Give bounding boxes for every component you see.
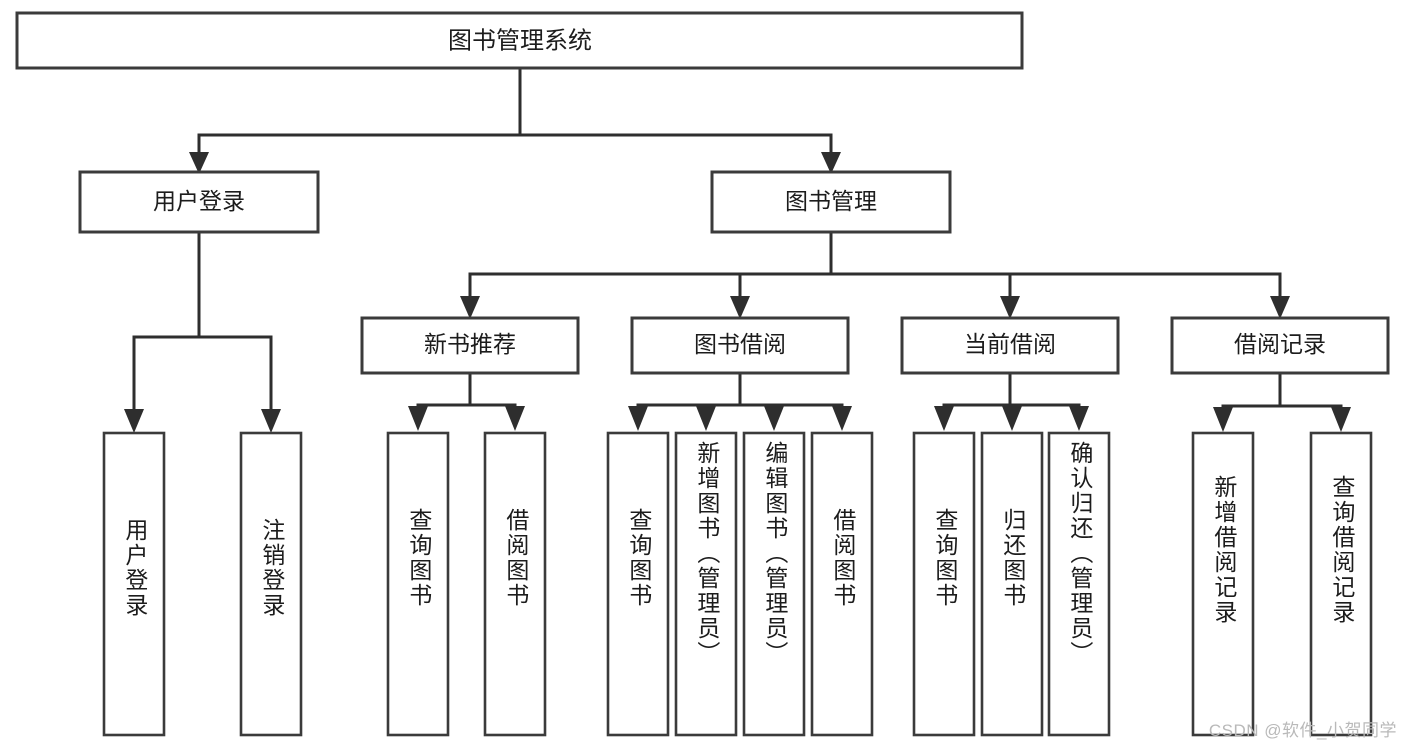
edge-borrowrecord-to-leaves (1213, 371, 1351, 432)
leaf-box-borrow-book-2[interactable] (810, 431, 874, 737)
leaf-box-query-book-3[interactable] (912, 431, 976, 737)
leaf-box-edit-book[interactable] (742, 431, 806, 737)
leaf-box-user-login[interactable] (102, 431, 166, 737)
edge-userlogin-to-leaves (124, 230, 281, 433)
node-new-book-recommend[interactable]: 新书推荐 (360, 316, 580, 375)
leaf-box-user-logout[interactable] (239, 431, 303, 737)
node-book-management[interactable]: 图书管理 (710, 170, 952, 234)
leaf-box-query-book-2[interactable] (606, 431, 670, 737)
leaf-box-query-record[interactable] (1309, 431, 1373, 737)
csdn-watermark: CSDN @软件_小贺同学 (1208, 721, 1397, 740)
leaf-box-add-book[interactable] (674, 431, 738, 737)
edge-root-to-level2 (189, 66, 841, 174)
node-book-borrow[interactable]: 图书借阅 (630, 316, 850, 375)
node-user-login-label: 用户登录 (153, 188, 245, 214)
leaf-box-add-record[interactable] (1191, 431, 1255, 737)
edge-currentborrow-to-leaves (934, 371, 1089, 431)
node-borrow-record[interactable]: 借阅记录 (1170, 316, 1390, 375)
node-root-label: 图书管理系统 (448, 27, 592, 54)
node-book-management-label: 图书管理 (785, 188, 877, 214)
leaf-box-query-book-1[interactable] (386, 431, 450, 737)
node-user-login[interactable]: 用户登录 (78, 170, 320, 234)
leaf-box-borrow-book-1[interactable] (483, 431, 547, 737)
node-new-book-recommend-label: 新书推荐 (424, 331, 516, 357)
edge-bookborrow-to-leaves (628, 371, 852, 431)
node-current-borrow[interactable]: 当前借阅 (900, 316, 1120, 375)
node-root[interactable]: 图书管理系统 (15, 11, 1024, 70)
edge-newbook-to-leaves (408, 371, 525, 431)
node-book-borrow-label: 图书借阅 (694, 331, 786, 357)
edge-bookmgmt-to-level3 (460, 230, 1290, 319)
node-current-borrow-label: 当前借阅 (964, 331, 1056, 357)
leaf-box-return-book[interactable] (980, 431, 1044, 737)
leaf-box-confirm-return[interactable] (1047, 431, 1111, 737)
node-borrow-record-label: 借阅记录 (1234, 331, 1326, 357)
